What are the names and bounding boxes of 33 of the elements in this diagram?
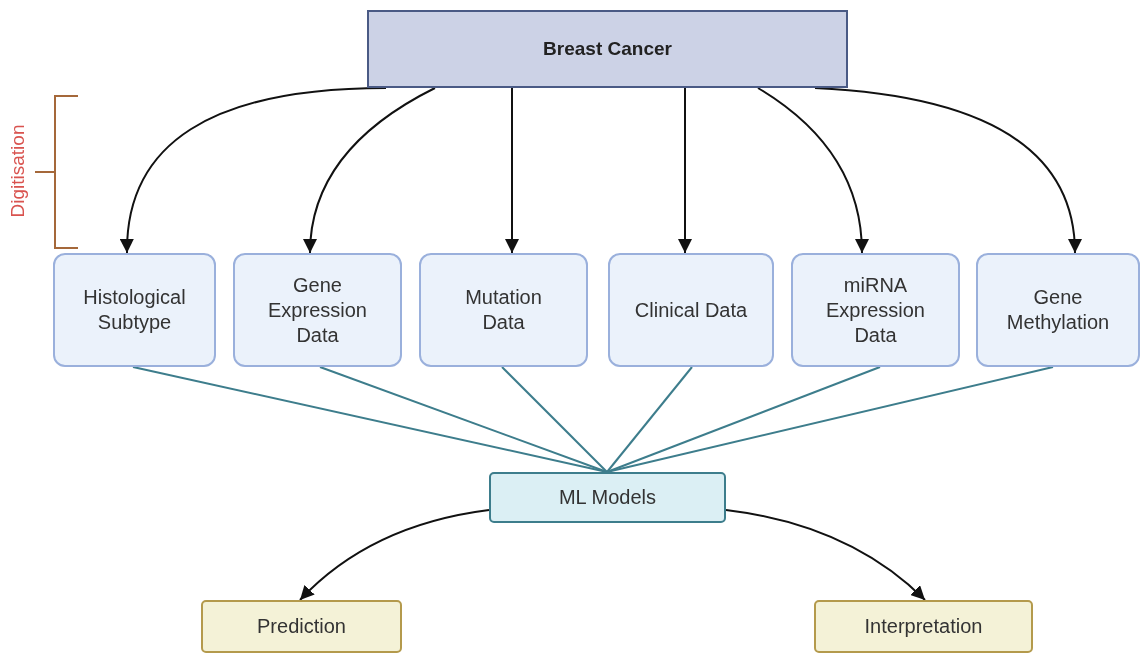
arrow xyxy=(725,509,926,601)
arrow xyxy=(757,87,869,254)
node-label: Breast Cancer xyxy=(543,38,672,60)
node-label: Interpretation xyxy=(864,615,983,638)
arrow xyxy=(299,509,490,601)
connector-line xyxy=(501,366,608,473)
connector-line xyxy=(606,366,881,473)
data-box xyxy=(233,253,402,367)
node-label: miRNA Expression Data xyxy=(825,272,926,348)
node-label: Mutation Data xyxy=(464,285,543,335)
data-box xyxy=(976,253,1140,367)
output-box xyxy=(814,600,1033,653)
data-box xyxy=(419,253,588,367)
output-box xyxy=(201,600,402,653)
model-box xyxy=(489,472,726,523)
arrow xyxy=(303,87,436,254)
arrow xyxy=(814,87,1081,254)
connector-line xyxy=(319,366,608,473)
data-box xyxy=(608,253,774,367)
stage-label: Digitisation xyxy=(7,123,29,220)
title-box xyxy=(367,10,848,88)
arrow xyxy=(505,87,519,254)
arrow xyxy=(120,87,387,254)
node-label: Gene Methylation xyxy=(1005,285,1111,335)
node-label: Histological Subtype xyxy=(82,285,187,335)
connector-line xyxy=(606,366,693,473)
node-label: Prediction xyxy=(257,615,346,638)
data-box xyxy=(791,253,960,367)
node-label: Clinical Data xyxy=(634,297,748,323)
node-label: Gene Expression Data xyxy=(267,272,368,348)
node-label: ML Models xyxy=(558,486,657,509)
data-box xyxy=(53,253,216,367)
arrow xyxy=(678,87,692,254)
